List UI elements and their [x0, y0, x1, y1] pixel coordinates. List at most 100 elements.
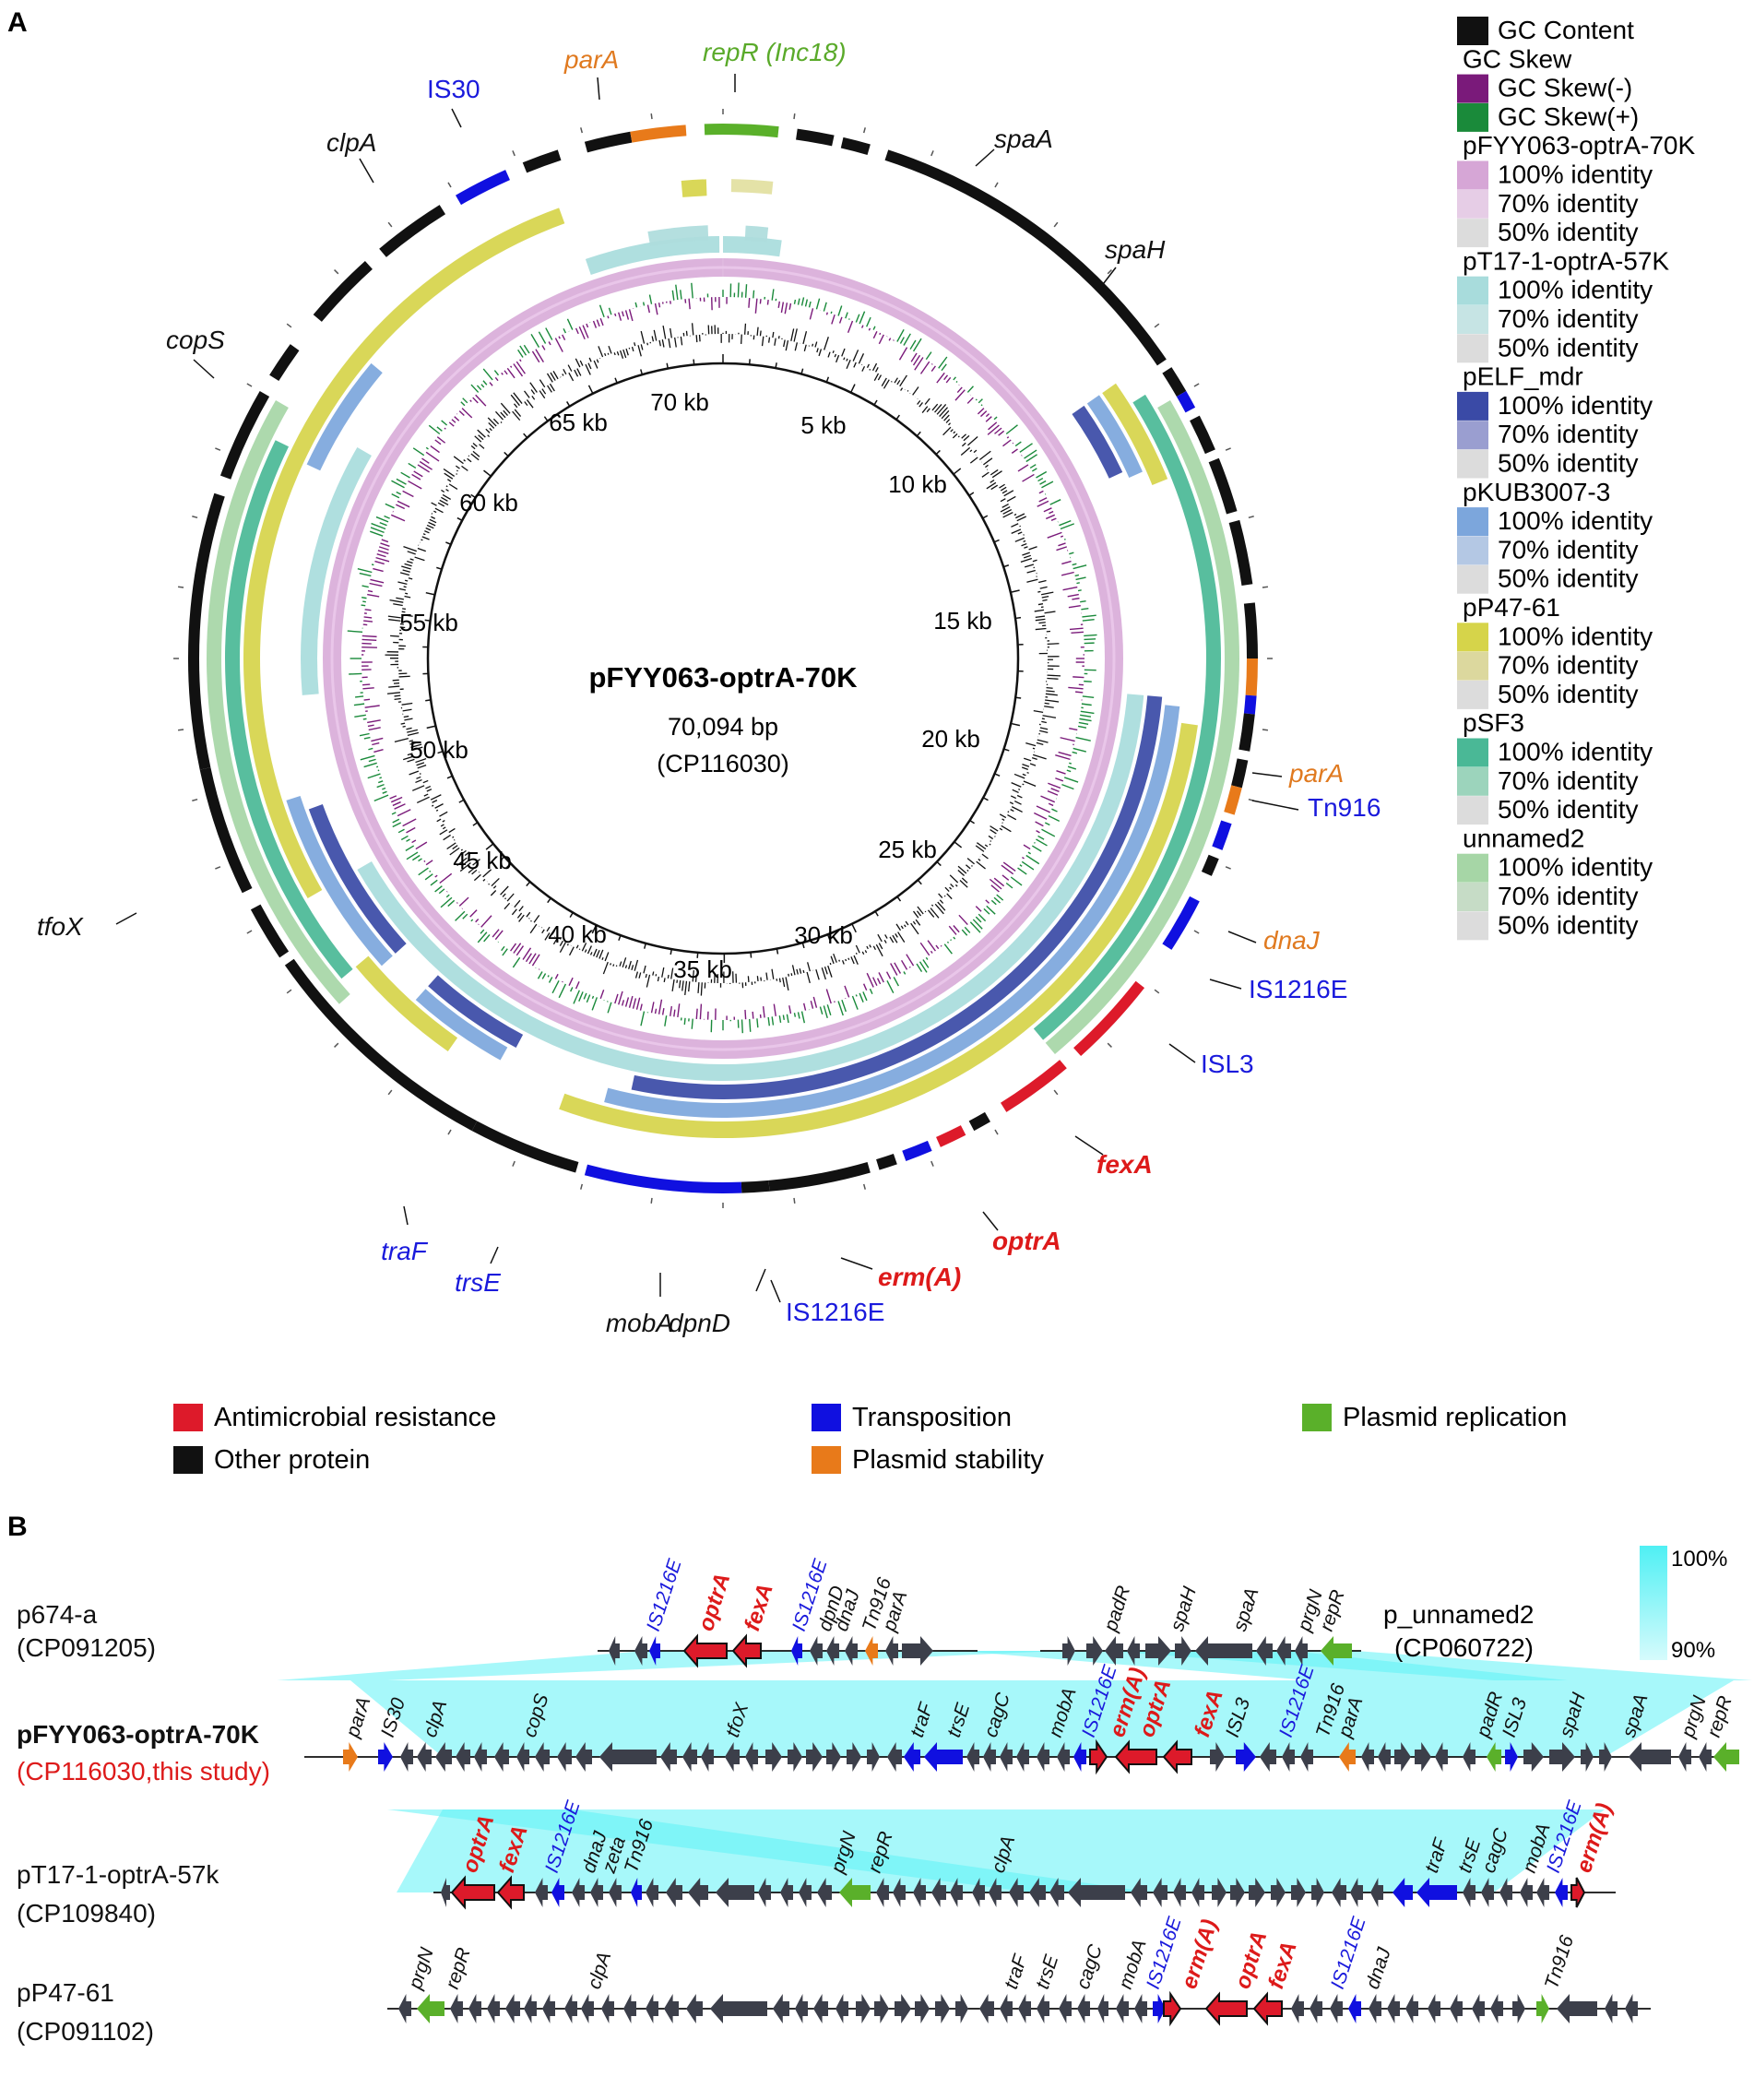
gc-content-bar [444, 472, 454, 480]
gene-arrow [666, 1878, 682, 1907]
gc-skew-bar [1069, 552, 1074, 555]
gc-skew-bar [989, 878, 1002, 890]
gc-skew-bar [1076, 582, 1080, 585]
gc-skew-bar [938, 356, 948, 369]
gc-skew-bar [368, 747, 373, 751]
gc-skew-bar [847, 320, 854, 334]
gc-content-bar [858, 353, 865, 364]
gene-leader-line [597, 77, 600, 101]
gc-skew-bar [375, 556, 390, 563]
gene-arrow [1387, 1994, 1400, 2023]
gc-content-bar [456, 473, 458, 475]
gc-content-bar [661, 339, 665, 348]
gc-content-bar [1020, 557, 1033, 564]
gc-content-bar [966, 869, 969, 872]
gc-skew-bar [361, 635, 377, 638]
gene-arrow [1195, 1636, 1252, 1666]
gene-arc [796, 128, 835, 147]
gc-content-bar [489, 427, 492, 432]
gene-arrow [701, 1742, 714, 1772]
identity-arc [415, 989, 508, 1061]
gc-skew-bar [531, 350, 540, 363]
gene-label: erm(A) [878, 1263, 961, 1291]
outer-tick [994, 1129, 999, 1135]
gc-content-bar [949, 886, 953, 890]
gc-content-bar [847, 957, 850, 960]
gene-arrow [468, 1994, 481, 2023]
gene-arc [1000, 1060, 1067, 1112]
gc-content-bar [794, 342, 799, 351]
gene-arrow [572, 1878, 585, 1907]
gc-content-bar [624, 965, 628, 968]
gc-content-bar [604, 952, 610, 962]
gc-content-bar [396, 597, 405, 600]
gene-arc [1201, 854, 1219, 876]
gene-arrow [788, 1742, 802, 1772]
gene-arrow [1463, 1742, 1475, 1772]
backbone-tick [968, 492, 975, 496]
gc-skew-bar [1014, 441, 1022, 447]
identity-arc [308, 804, 407, 954]
identity-arc [730, 179, 774, 195]
gc-content-bar [563, 368, 567, 375]
gc-skew-bar [436, 426, 443, 432]
backbone-tick [470, 493, 477, 499]
gc-content-bar [646, 974, 651, 988]
gc-skew-bar [1058, 542, 1066, 547]
gc-content-bar [407, 560, 413, 564]
gc-content-bar [613, 352, 616, 356]
kb-label: 60 kb [459, 489, 518, 516]
backbone-tick [994, 773, 1001, 777]
gc-skew-bar [408, 480, 422, 490]
kb-label: 10 kb [888, 470, 947, 498]
gc-content-bar [864, 950, 868, 954]
gc-skew-bar [381, 539, 389, 543]
backbone-tick [993, 539, 1000, 543]
gc-skew-bar [372, 742, 380, 746]
gc-content-bar [883, 939, 887, 943]
gc-content-bar [917, 906, 924, 915]
gc-content-bar [567, 364, 573, 372]
gc-content-bar [807, 962, 811, 972]
gc-content-bar [524, 401, 528, 406]
gc-skew-bar [946, 941, 950, 943]
gc-skew-bar [797, 1012, 800, 1019]
gc-content-bar [1032, 753, 1047, 760]
gc-skew-bar [586, 994, 591, 1003]
gc-content-bar [881, 377, 887, 386]
gc-skew-bar [862, 983, 868, 991]
kb-label: 55 kb [399, 609, 458, 636]
gc-skew-bar [808, 301, 812, 308]
gc-skew-bar [456, 902, 458, 904]
gc-content-bar [984, 844, 989, 848]
identity-arc [428, 975, 524, 1049]
gc-content-bar [790, 328, 795, 341]
gc-content-bar [966, 858, 975, 865]
gc-skew-bar [744, 284, 748, 298]
gene-arrow [631, 1878, 642, 1907]
gc-skew-bar [935, 944, 940, 950]
circular-plasmid-map [173, 109, 1273, 1208]
gene-arrow [791, 1636, 802, 1666]
gc-content-bar [930, 908, 940, 919]
category-swatch [1302, 1404, 1332, 1431]
gene-track [433, 1875, 1616, 1910]
gc-skew-bar [618, 991, 623, 1005]
gc-skew-bar [363, 616, 373, 619]
gc-skew-bar [1077, 725, 1087, 729]
gc-skew-bar [1025, 854, 1040, 865]
gc-skew-bar [866, 972, 874, 988]
gc-skew-bar [592, 320, 598, 328]
gc-skew-bar [608, 307, 612, 315]
legend-swatch [1457, 189, 1488, 219]
gc-skew-bar [519, 345, 527, 356]
backbone-tick [873, 399, 878, 406]
kb-label: 25 kb [878, 836, 937, 863]
gc-skew-bar [1050, 788, 1060, 792]
gc-content-bar [631, 965, 634, 970]
backbone-tick [618, 934, 622, 942]
gc-skew-bar [903, 971, 907, 975]
gene-arrow [1134, 1994, 1147, 2023]
track-gene-label: spaA [1229, 1585, 1263, 1634]
gc-skew-bar [575, 327, 579, 335]
